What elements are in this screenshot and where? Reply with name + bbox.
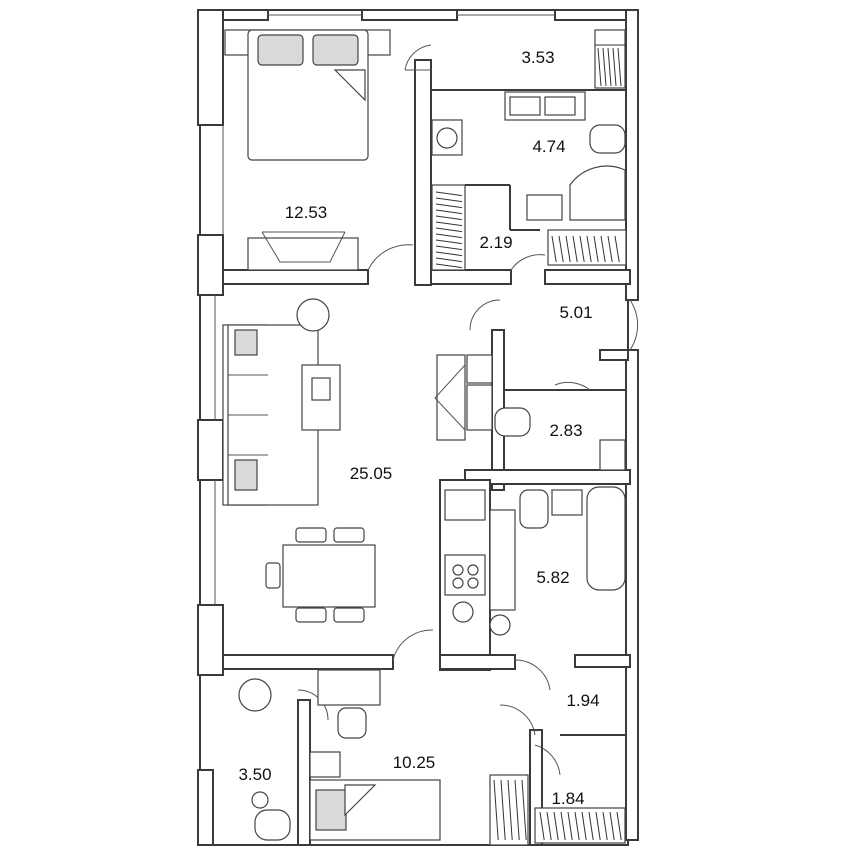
hatch-line bbox=[546, 811, 552, 841]
hatch-line bbox=[435, 257, 463, 263]
hatch-line bbox=[435, 215, 463, 221]
hatch-line bbox=[593, 235, 599, 263]
hatch-line bbox=[581, 811, 587, 841]
area-label-closet: 1.84 bbox=[551, 789, 584, 808]
hatch-line bbox=[435, 221, 463, 227]
hatch-line bbox=[579, 235, 585, 263]
area-label-wc: 2.83 bbox=[549, 421, 582, 440]
bedroom-furniture bbox=[224, 29, 391, 271]
area-labels: 12.53 3.53 4.74 2.19 5.01 25.05 2.83 5.8… bbox=[238, 48, 599, 808]
area-label-hall: 5.01 bbox=[559, 303, 592, 322]
hatch-line bbox=[435, 251, 463, 257]
hatch-line bbox=[539, 811, 545, 841]
doors bbox=[297, 44, 639, 776]
hatch-line bbox=[507, 779, 513, 841]
hatch-line bbox=[435, 209, 463, 215]
hatch-line bbox=[616, 811, 622, 841]
area-label-balcony: 3.50 bbox=[238, 765, 271, 784]
hatch-line bbox=[493, 779, 499, 841]
hatch-line bbox=[435, 245, 463, 251]
hatch-line bbox=[435, 197, 463, 203]
hatch-line bbox=[514, 779, 520, 841]
hatch-line bbox=[600, 235, 606, 263]
hatch-line bbox=[607, 235, 613, 263]
hatch-line bbox=[597, 47, 602, 87]
hatch-line bbox=[565, 235, 571, 263]
hatch-line bbox=[614, 235, 620, 263]
hatch-line bbox=[588, 811, 594, 841]
area-label-storage-top: 3.53 bbox=[521, 48, 554, 67]
living-furniture bbox=[222, 298, 493, 623]
hatch-line bbox=[553, 811, 559, 841]
hatch-line bbox=[609, 811, 615, 841]
hatch-line bbox=[435, 239, 463, 245]
hatch-line bbox=[567, 811, 573, 841]
area-label-bedroom: 12.53 bbox=[285, 203, 328, 222]
area-label-bathroom-top: 4.74 bbox=[532, 137, 565, 156]
hatch-line bbox=[560, 811, 566, 841]
top-wet-area bbox=[431, 29, 627, 271]
hatch-line bbox=[574, 811, 580, 841]
hatch-line bbox=[500, 779, 506, 841]
hatch-line bbox=[435, 203, 463, 209]
hatch-line bbox=[612, 47, 617, 87]
hatch-line bbox=[607, 47, 612, 87]
wc-bath-furniture bbox=[444, 407, 626, 636]
area-label-bedroom-2: 10.25 bbox=[393, 753, 436, 772]
hatch-line bbox=[595, 811, 601, 841]
hatch-line bbox=[617, 47, 622, 87]
hatch-line bbox=[586, 235, 592, 263]
area-label-wardrobe: 2.19 bbox=[479, 233, 512, 252]
outer-walls bbox=[197, 9, 639, 846]
hatch-line bbox=[558, 235, 564, 263]
hatch-line bbox=[572, 235, 578, 263]
hatch-line bbox=[602, 811, 608, 841]
hatch-line bbox=[435, 233, 463, 239]
hatch-line bbox=[551, 235, 557, 263]
hatch-line bbox=[435, 191, 463, 197]
hatching bbox=[435, 47, 622, 841]
hatch-line bbox=[435, 263, 463, 269]
hatch-line bbox=[435, 227, 463, 233]
lower-furniture bbox=[238, 669, 626, 846]
hatch-line bbox=[602, 47, 607, 87]
hatch-line bbox=[521, 779, 527, 841]
area-label-bathroom: 5.82 bbox=[536, 568, 569, 587]
area-label-living: 25.05 bbox=[350, 464, 393, 483]
area-label-corridor: 1.94 bbox=[566, 691, 599, 710]
